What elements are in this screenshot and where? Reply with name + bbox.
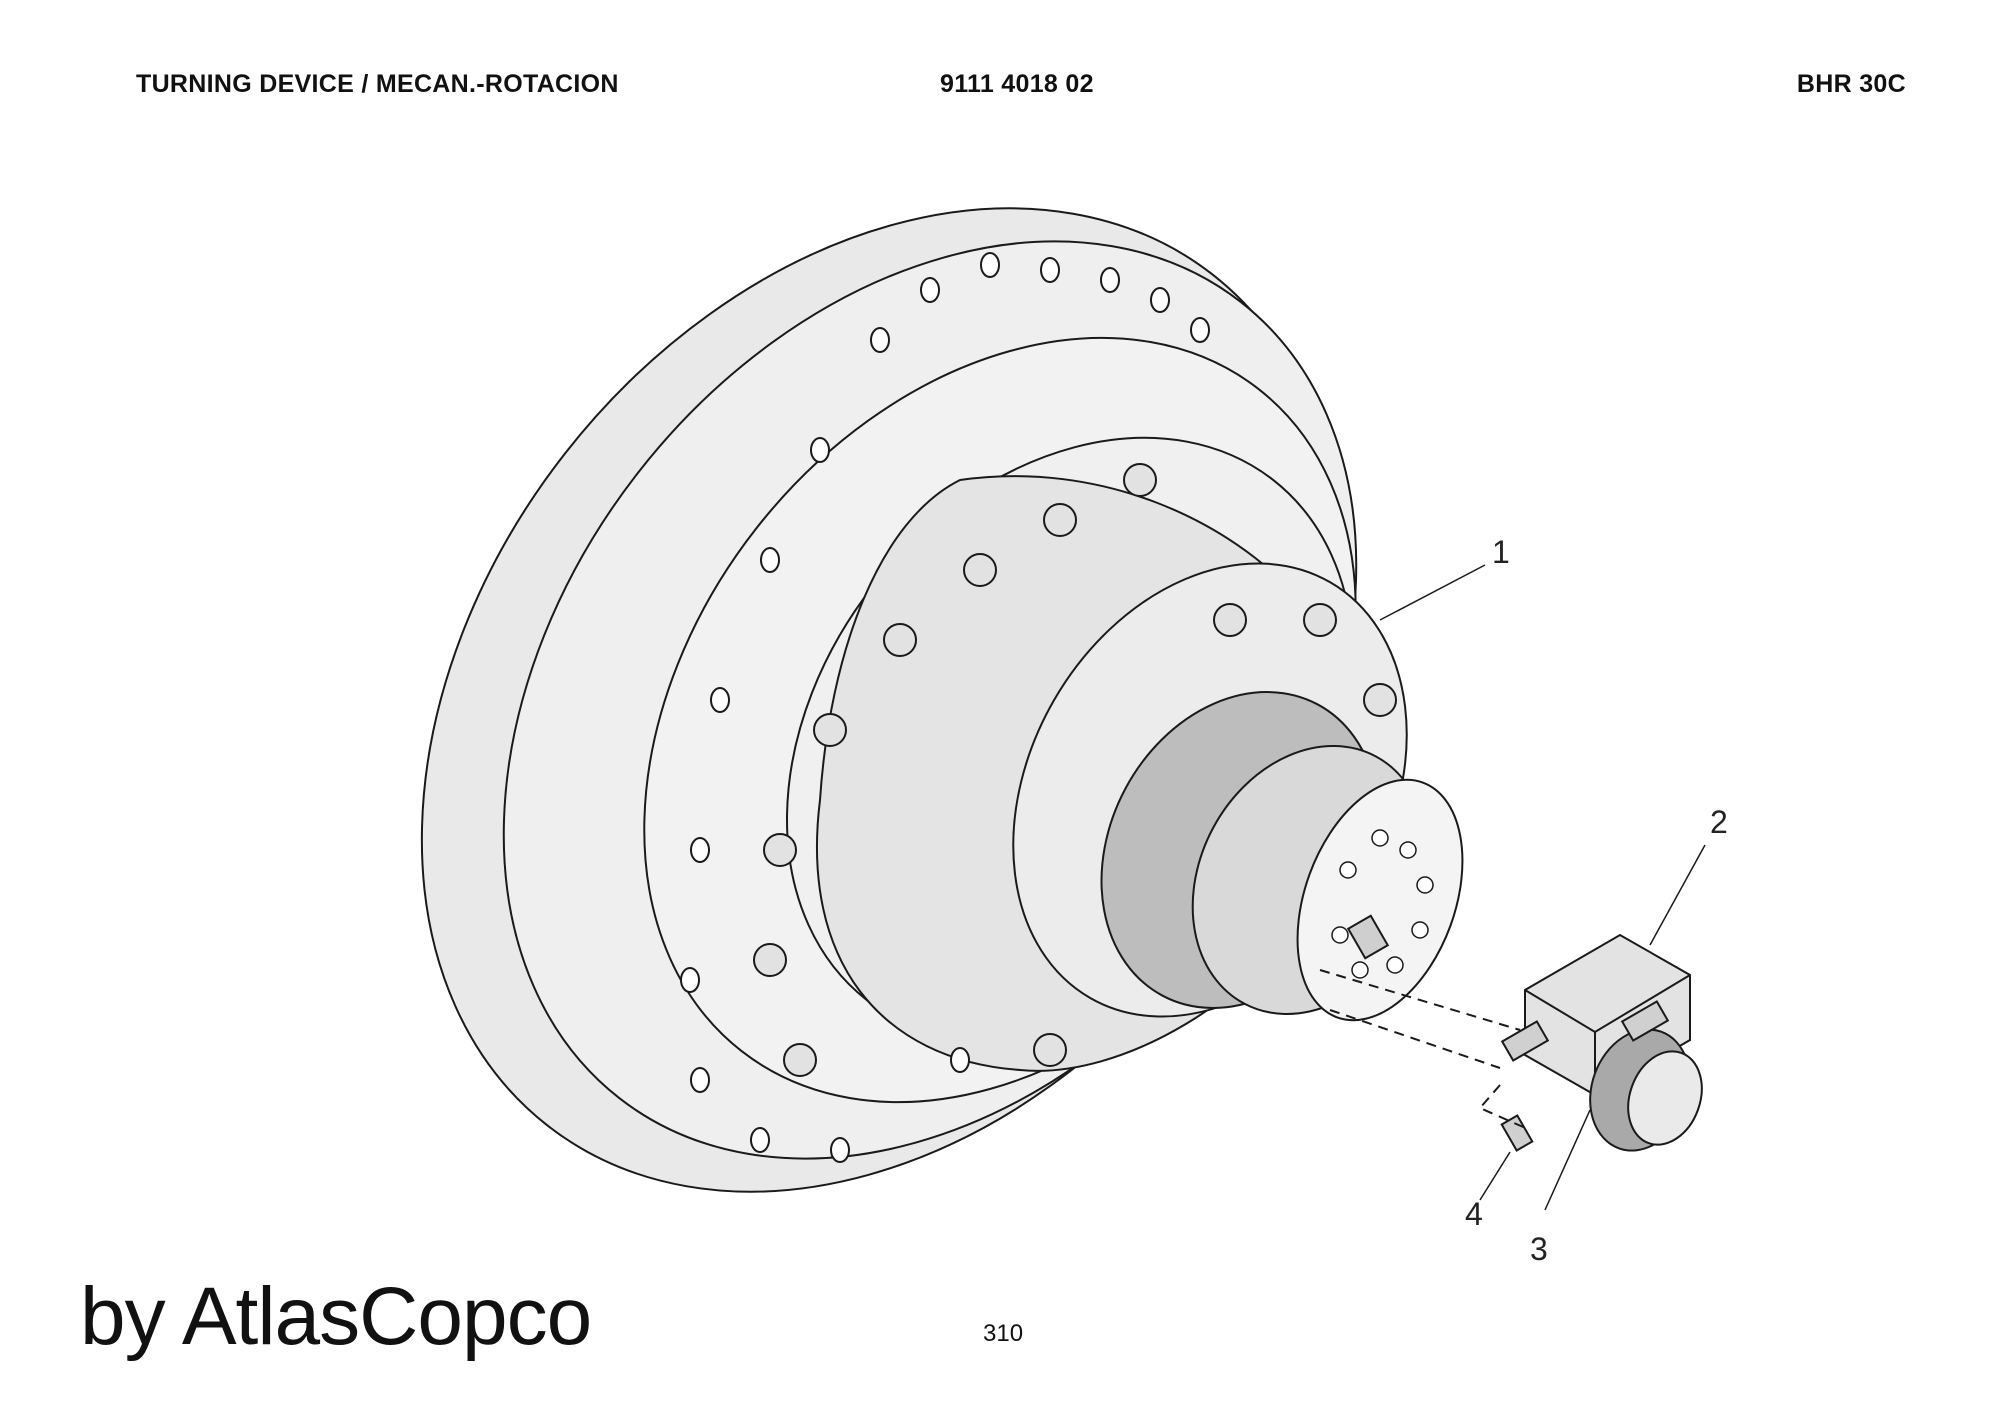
leader-2 xyxy=(1649,844,1706,946)
page-number: 310 xyxy=(983,1320,1024,1347)
hub-bolts xyxy=(1331,829,1434,979)
bolt-holes xyxy=(680,252,1210,1163)
brand-watermark: by AtlasCopco xyxy=(80,1271,592,1362)
hub-face xyxy=(1296,778,1464,1022)
leader-3 xyxy=(1544,1109,1591,1211)
callout-3: 3 xyxy=(1530,1231,1548,1267)
callout-4: 4 xyxy=(1465,1196,1483,1232)
motor-face xyxy=(1627,1050,1703,1146)
part-number: 9111 4018 02 xyxy=(940,70,1094,98)
fitting-left xyxy=(1500,1020,1550,1062)
fitting-right xyxy=(1620,1000,1670,1042)
callout-2: 2 xyxy=(1710,804,1728,840)
cap-screw xyxy=(1500,1114,1534,1152)
leader-4 xyxy=(1479,1151,1511,1201)
document-title: TURNING DEVICE / MECAN.-ROTACION xyxy=(136,70,619,98)
leader-1 xyxy=(1379,564,1486,621)
shaft-key xyxy=(1346,914,1390,960)
callout-1: 1 xyxy=(1492,534,1510,570)
flange-bolts xyxy=(753,463,1397,1077)
model-name: BHR 30C xyxy=(1796,70,1906,98)
